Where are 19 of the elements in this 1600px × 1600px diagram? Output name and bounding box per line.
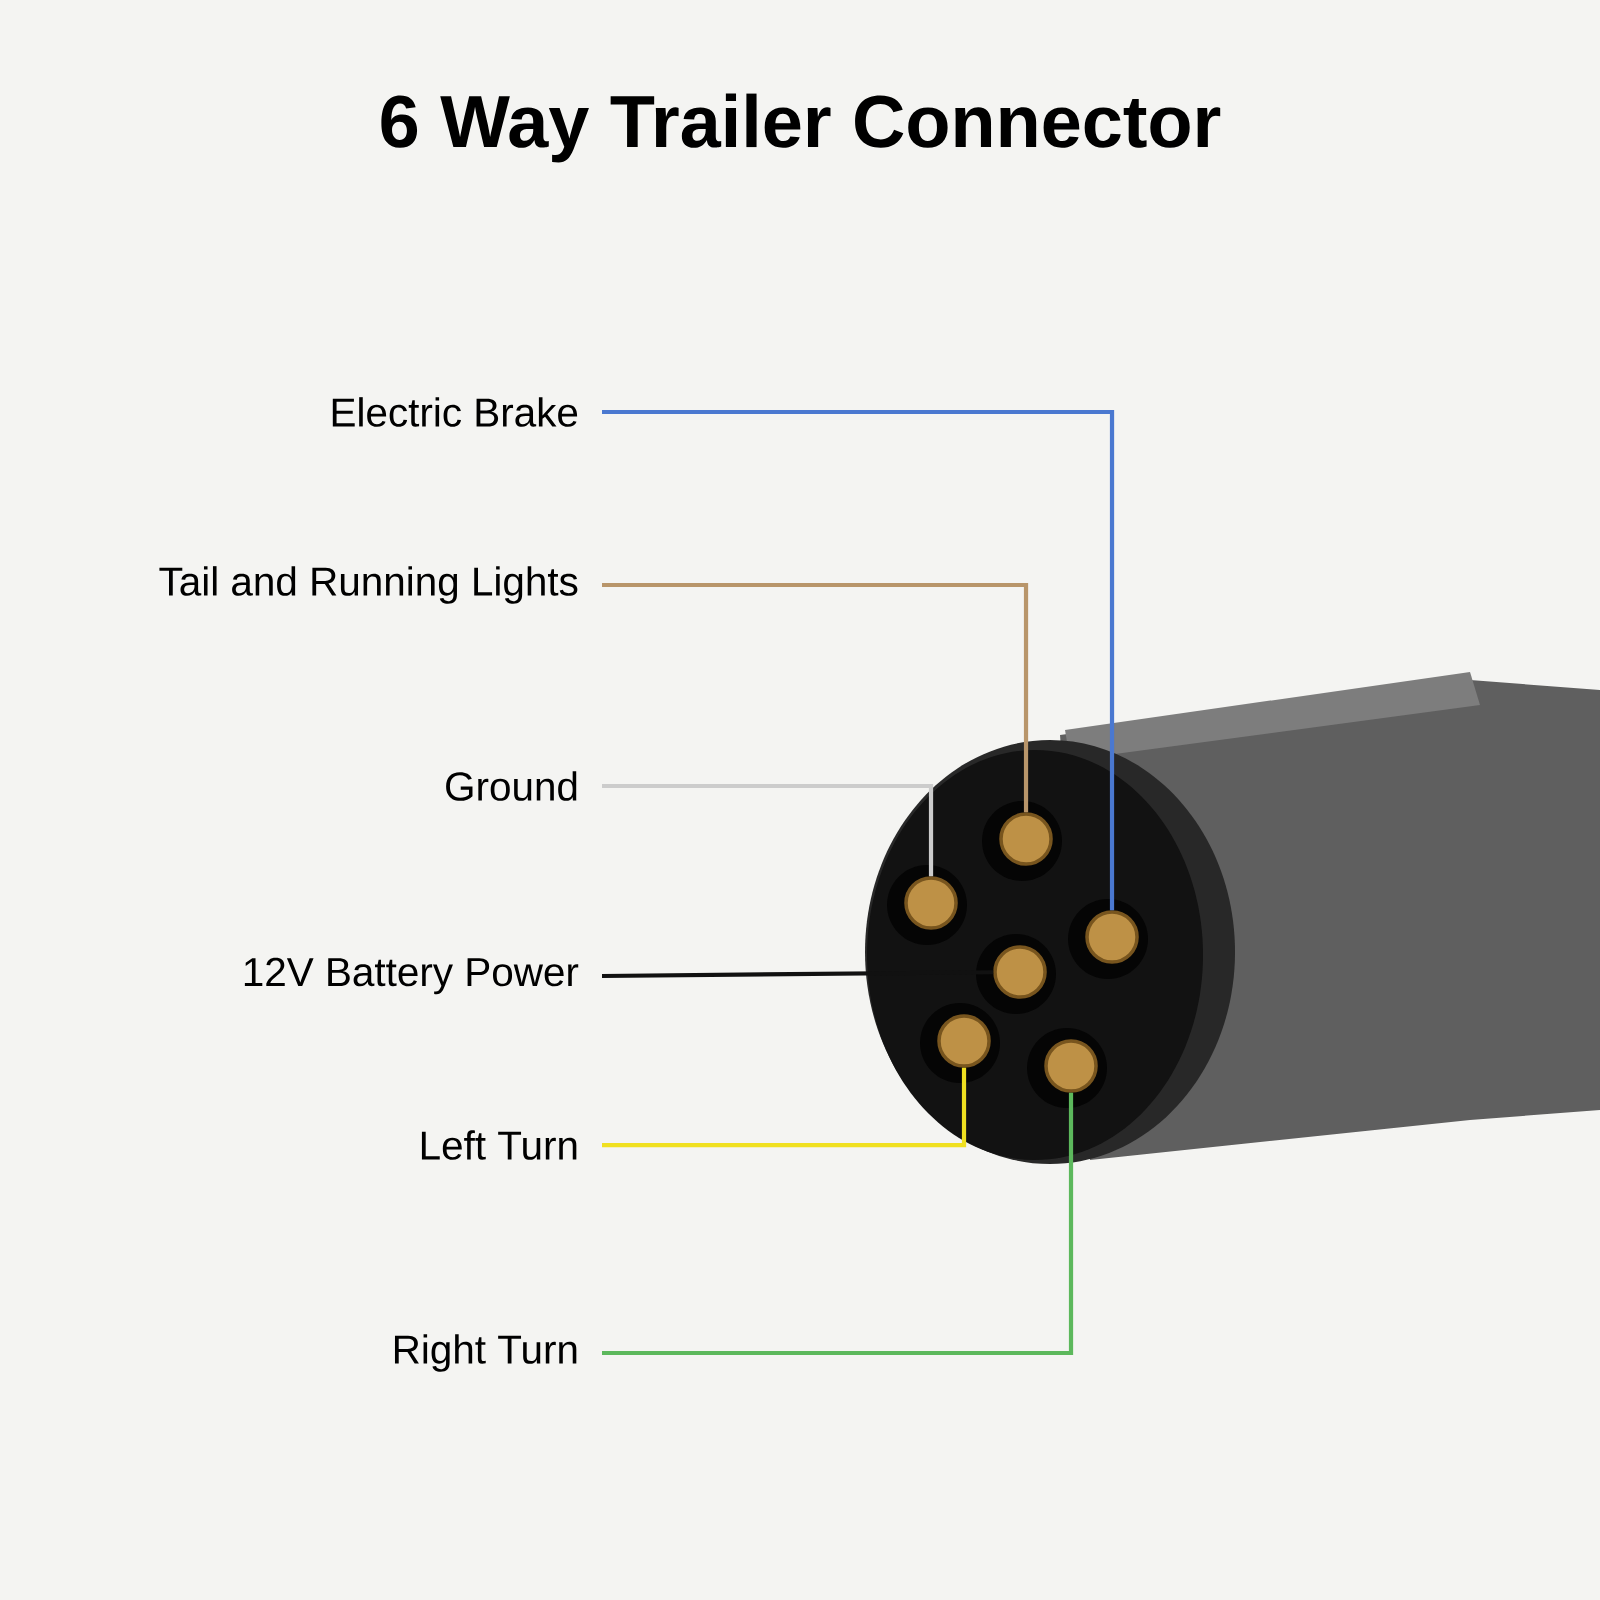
leader-line [602, 970, 994, 979]
pin [904, 876, 958, 930]
pin [993, 945, 1047, 999]
pin-label: Tail and Running Lights [159, 566, 578, 604]
pin [999, 812, 1053, 866]
leader-line [602, 1067, 967, 1148]
leader-line [602, 582, 1029, 813]
pin-label: 12V Battery Power [244, 957, 579, 995]
leader-line [602, 1092, 1074, 1356]
pin-label: Right Turn [395, 1334, 577, 1372]
leader-line [602, 409, 1115, 911]
pin [937, 1014, 991, 1068]
pin-label: Electric Brake [332, 397, 578, 427]
pin [1085, 910, 1139, 964]
pin-label: Left Turn [421, 1130, 577, 1160]
pin [1044, 1039, 1098, 1093]
pin-label: Ground [446, 771, 577, 801]
leader-line [602, 783, 934, 877]
title: 6 Way Trailer Connector [381, 93, 1221, 163]
